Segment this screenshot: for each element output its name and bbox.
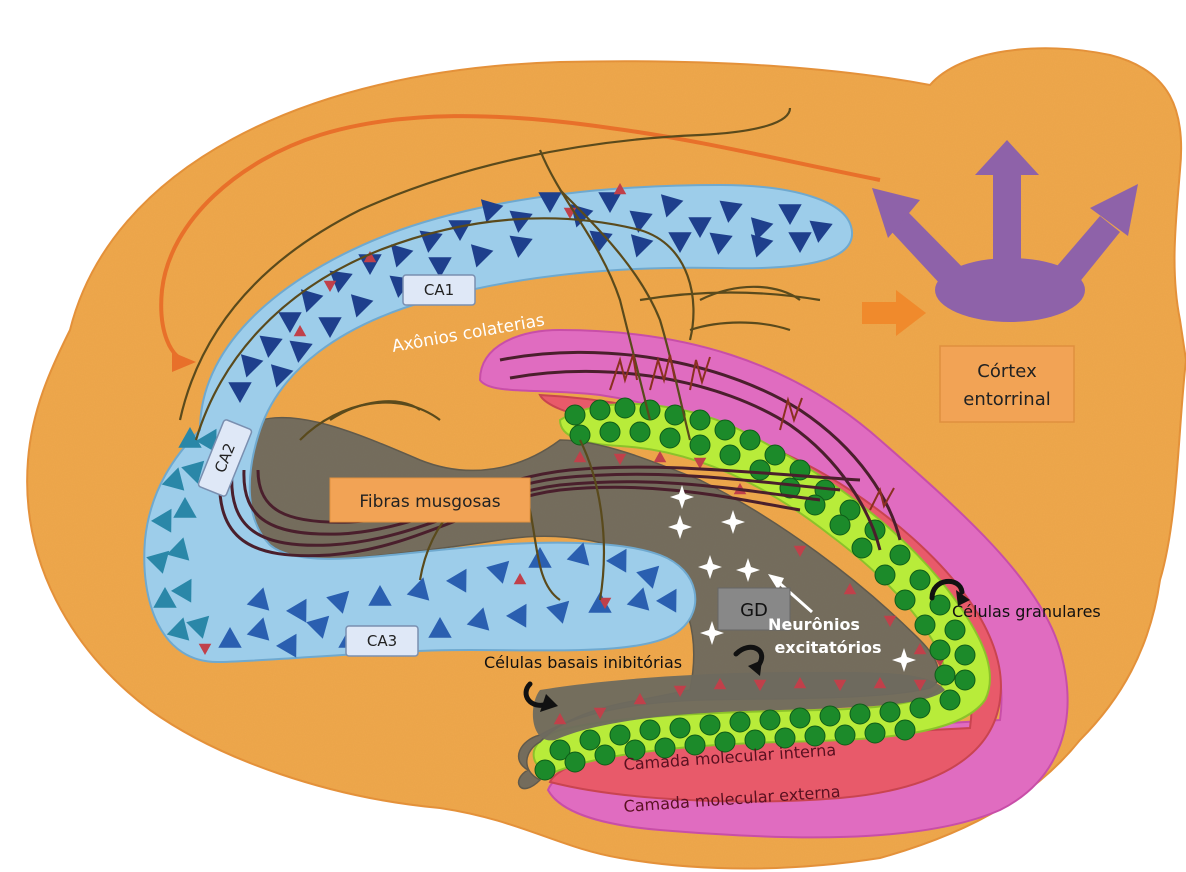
granule-cell bbox=[790, 708, 810, 728]
ca3-label-box: CA3 bbox=[346, 626, 418, 656]
granule-cell bbox=[955, 645, 975, 665]
granule-cell bbox=[940, 690, 960, 710]
granule-cell bbox=[670, 718, 690, 738]
granule-cell bbox=[910, 698, 930, 718]
fibras-label: Fibras musgosas bbox=[359, 492, 500, 512]
fibras-label-box: Fibras musgosas bbox=[330, 478, 530, 522]
granule-cell bbox=[590, 400, 610, 420]
ca1-label-box: CA1 bbox=[403, 275, 475, 305]
granule-cell bbox=[820, 706, 840, 726]
granule-cell bbox=[915, 615, 935, 635]
granule-cell bbox=[852, 538, 872, 558]
ca1-label: CA1 bbox=[424, 281, 454, 299]
granule-cell bbox=[630, 422, 650, 442]
granule-cell bbox=[690, 410, 710, 430]
granulares-label: Células granulares bbox=[952, 602, 1101, 621]
granule-cell bbox=[865, 723, 885, 743]
granule-cell bbox=[690, 435, 710, 455]
granule-cell bbox=[875, 565, 895, 585]
granule-cell bbox=[740, 430, 760, 450]
granule-cell bbox=[945, 620, 965, 640]
granule-cell bbox=[615, 398, 635, 418]
granule-cell bbox=[895, 720, 915, 740]
granule-cell bbox=[765, 445, 785, 465]
granule-cell bbox=[760, 710, 780, 730]
granule-cell bbox=[535, 760, 555, 780]
basais-label: Células basais inibitórias bbox=[484, 653, 682, 672]
granule-cell bbox=[830, 515, 850, 535]
cortex-label-line2: entorrinal bbox=[963, 389, 1050, 410]
granule-cell bbox=[715, 420, 735, 440]
granule-cell bbox=[895, 590, 915, 610]
granule-cell bbox=[600, 422, 620, 442]
cortex-label-box: Córtex entorrinal bbox=[940, 346, 1074, 422]
granule-cell bbox=[930, 640, 950, 660]
granule-cell bbox=[580, 730, 600, 750]
neuronios-label-line2: excitatórios bbox=[774, 638, 881, 657]
granule-cell bbox=[610, 725, 630, 745]
granule-cell bbox=[660, 428, 680, 448]
granule-cell bbox=[890, 545, 910, 565]
granule-cell bbox=[595, 745, 615, 765]
granule-cell bbox=[910, 570, 930, 590]
granule-cell bbox=[880, 702, 900, 722]
granule-cell bbox=[835, 725, 855, 745]
gd-label: GD bbox=[740, 600, 768, 621]
granule-cell bbox=[565, 405, 585, 425]
cortex-label-line1: Córtex bbox=[977, 361, 1037, 382]
granule-cell bbox=[730, 712, 750, 732]
granule-cell bbox=[700, 715, 720, 735]
granule-cell bbox=[640, 720, 660, 740]
neuronios-label-line1: Neurônios bbox=[768, 615, 860, 634]
granule-cell bbox=[935, 665, 955, 685]
granule-cell bbox=[720, 445, 740, 465]
granule-cell bbox=[565, 752, 585, 772]
granule-cell bbox=[750, 460, 770, 480]
granule-cell bbox=[850, 704, 870, 724]
granule-cell bbox=[955, 670, 975, 690]
ca3-label: CA3 bbox=[367, 632, 397, 650]
